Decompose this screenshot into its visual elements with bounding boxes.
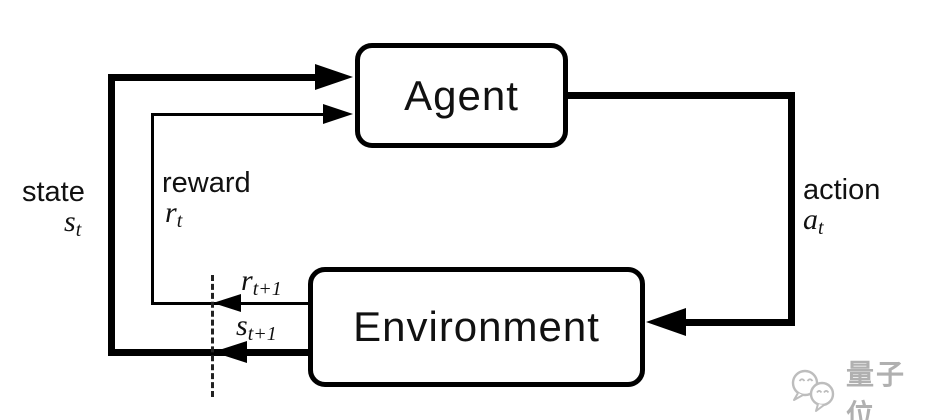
state-next-variable: st+1 [236,309,277,345]
action-line-top [567,92,795,99]
arrowhead-reward-next [213,294,241,312]
chat-bubbles-icon [789,369,839,418]
action-line-right [788,92,795,326]
state-line-bottom [108,349,310,356]
state-variable-sub: t [75,219,82,241]
reward-line-top [151,113,325,116]
reward-variable-base: r [165,196,177,229]
reward-line-left [151,113,154,305]
environment-label: Environment [353,303,600,350]
environment-node: Environment [308,267,645,387]
action-line-bottom [684,319,795,326]
arrowhead-into-agent-reward [323,104,353,124]
reward-next-base: r [241,264,253,297]
reward-variable: rt [165,196,182,232]
action-variable-sub: t [818,217,824,239]
action-variable-base: a [803,203,818,236]
watermark-text: 量子位 [846,358,907,420]
state-next-sub: t+1 [247,323,277,345]
action-label: action [803,174,881,206]
state-variable: st [64,205,81,241]
reward-label: reward [162,167,251,199]
watermark: 量子位 [789,353,934,420]
arrowhead-state-next [213,341,247,363]
state-variable-base: s [64,205,76,238]
state-label: state [22,176,85,208]
arrowhead-into-environment-action [646,308,686,336]
state-next-base: s [236,309,248,342]
reward-next-sub: t+1 [252,278,282,300]
agent-node: Agent [355,43,568,148]
reward-variable-sub: t [176,210,183,232]
time-step-boundary-dashed-line [211,275,214,397]
state-line-top [108,74,318,81]
arrowhead-into-agent-state [315,64,353,90]
state-line-left [108,74,115,356]
action-variable: at [803,203,824,239]
reward-next-variable: rt+1 [241,264,282,300]
agent-label: Agent [404,71,519,119]
